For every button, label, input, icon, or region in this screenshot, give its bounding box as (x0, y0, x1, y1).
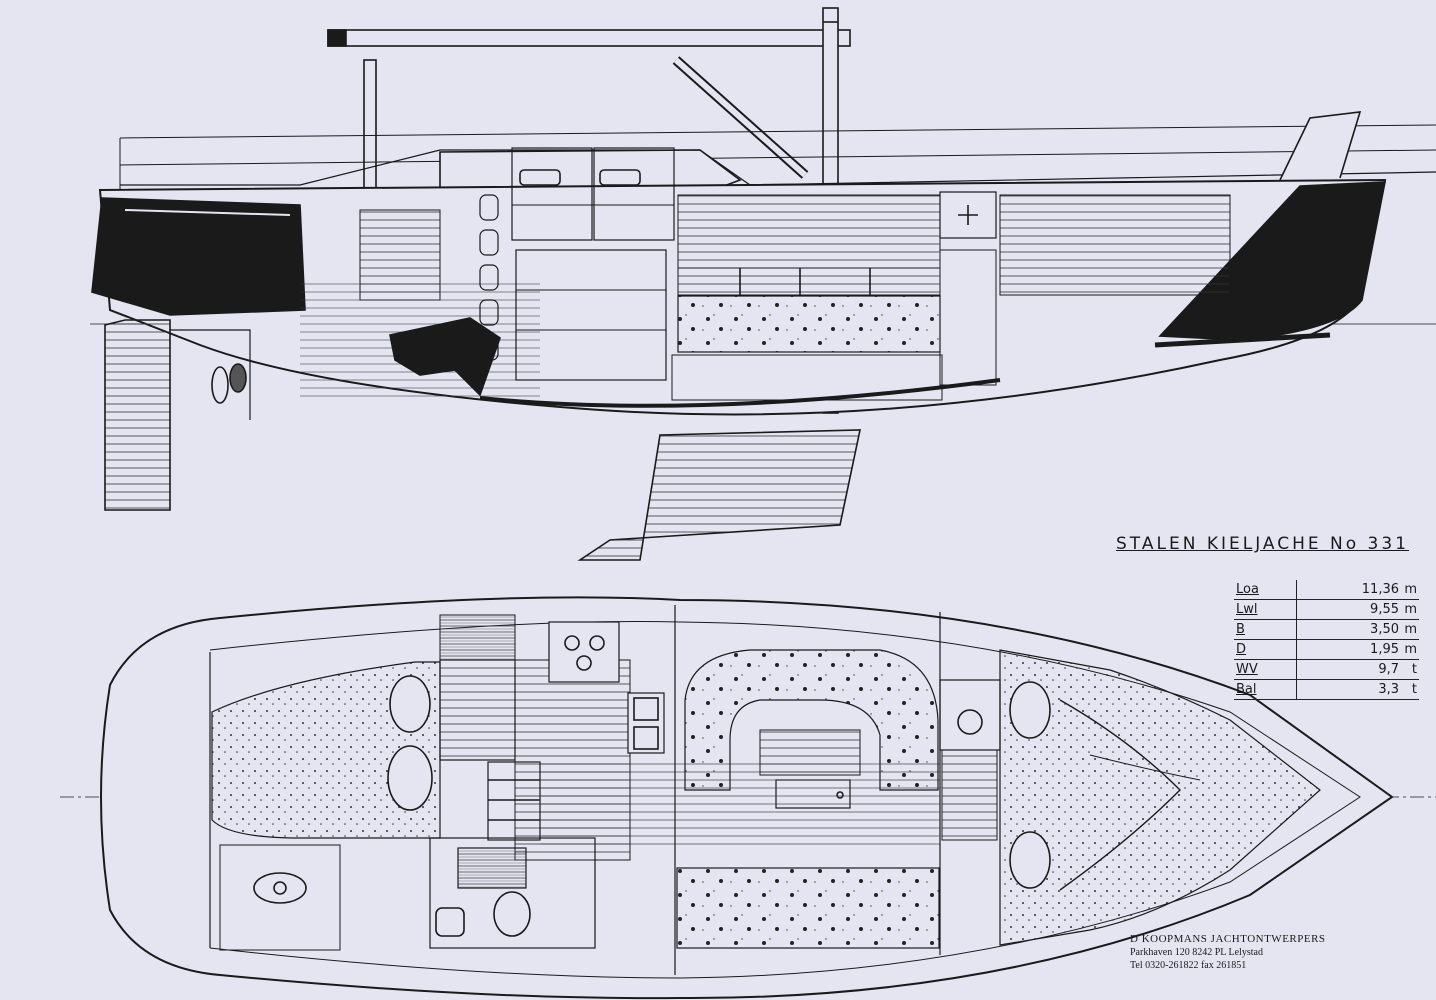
designer-name: D KOOPMANS JACHTONTWERPERS (1130, 933, 1326, 945)
spec-value: 9,7 (1296, 659, 1401, 680)
spec-row: Bal 3,3 t (1234, 679, 1419, 700)
spec-key: Bal (1234, 679, 1297, 700)
side-profile-view (90, 7, 1436, 561)
spec-row: D 1,95 m (1234, 639, 1419, 660)
spec-row: WV 9,7 t (1234, 659, 1419, 680)
spec-row: Loa 11,36 m (1234, 580, 1419, 600)
spec-row: Lwl 9,55 m (1234, 599, 1419, 620)
spec-value: 1,95 (1296, 639, 1401, 660)
spec-key: D (1234, 639, 1297, 660)
spec-key: Lwl (1234, 599, 1297, 620)
designer-phone: Tel 0320-261822 fax 261851 (1130, 960, 1247, 971)
spec-unit: t (1401, 659, 1419, 680)
spec-row: B 3,50 m (1234, 619, 1419, 640)
spec-key: B (1234, 619, 1297, 640)
spec-unit: m (1401, 619, 1419, 640)
spec-value: 9,55 (1296, 599, 1401, 620)
drawing-title: STALEN KIELJACHE No 331 (1116, 534, 1410, 554)
designer-block: D KOOPMANS JACHTONTWERPERS Parkhaven 120… (1130, 933, 1430, 972)
designer-address: Parkhaven 120 8242 PL Lelystad (1130, 947, 1263, 958)
spec-unit: m (1401, 580, 1419, 600)
spec-unit: m (1401, 599, 1419, 620)
spec-unit: m (1401, 639, 1419, 660)
spec-key: WV (1234, 659, 1297, 680)
spec-key: Loa (1234, 580, 1297, 600)
specifications-table: Loa 11,36 m Lwl 9,55 m B 3,50 m D 1,95 m… (1234, 580, 1419, 700)
spec-value: 11,36 (1296, 580, 1401, 600)
spec-value: 3,3 (1296, 679, 1401, 700)
spec-unit: t (1401, 679, 1419, 700)
deck-plan-view (60, 596, 1436, 1000)
spec-value: 3,50 (1296, 619, 1401, 640)
